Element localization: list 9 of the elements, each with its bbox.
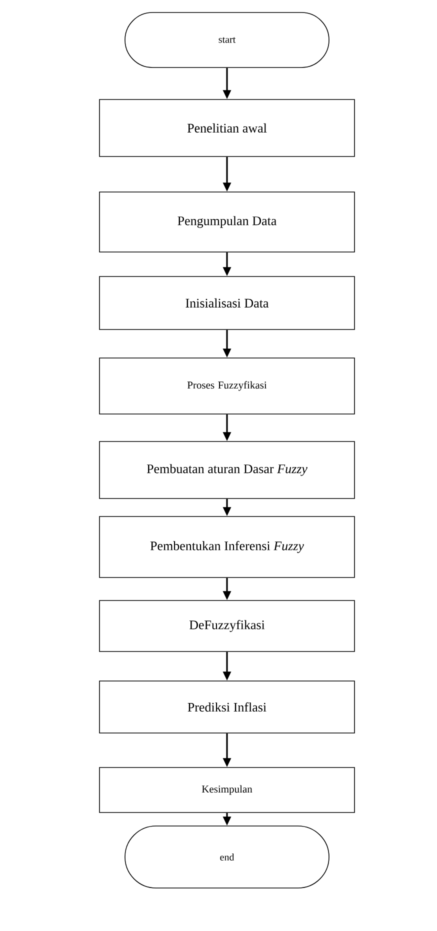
- process-box: Proses Fuzzyfikasi: [99, 358, 355, 414]
- process-box: Pengumpulan Data: [99, 192, 355, 252]
- process-box: Penelitian awal: [99, 99, 355, 157]
- process-box: Pembentukan Inferensi Fuzzy: [99, 516, 355, 578]
- process-box: Pembuatan aturan Dasar Fuzzy: [99, 441, 355, 499]
- process-box: Kesimpulan: [99, 767, 355, 813]
- process-box: Inisialisasi Data: [99, 276, 355, 330]
- process-box: DeFuzzyfikasi: [99, 600, 355, 652]
- process-box: Prediksi Inflasi: [99, 680, 355, 734]
